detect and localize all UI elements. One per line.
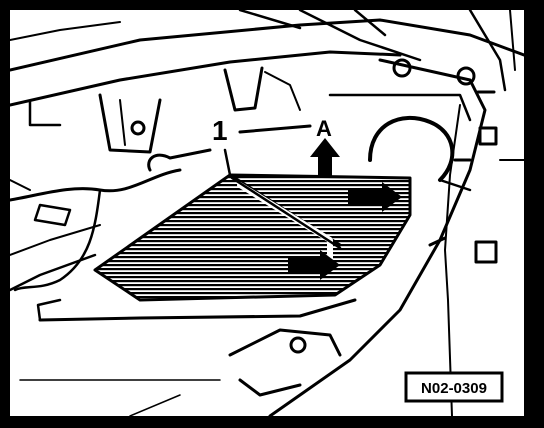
dashboard-upper-panel bbox=[10, 10, 524, 107]
wiring-cable bbox=[10, 104, 461, 416]
arrow-callout-label: A bbox=[316, 116, 332, 141]
side-panel bbox=[268, 58, 524, 416]
part-callout-label: 1 bbox=[212, 115, 228, 146]
lower-panel bbox=[10, 224, 357, 416]
right-arrow-icon bbox=[348, 182, 402, 212]
reference-box: N02-0309 bbox=[404, 371, 504, 403]
up-arrow-icon bbox=[310, 138, 340, 177]
mounting-bracket bbox=[28, 66, 301, 154]
leader-line bbox=[223, 124, 312, 177]
right-arrow-icon bbox=[288, 250, 340, 280]
reference-code: N02-0309 bbox=[421, 380, 487, 397]
